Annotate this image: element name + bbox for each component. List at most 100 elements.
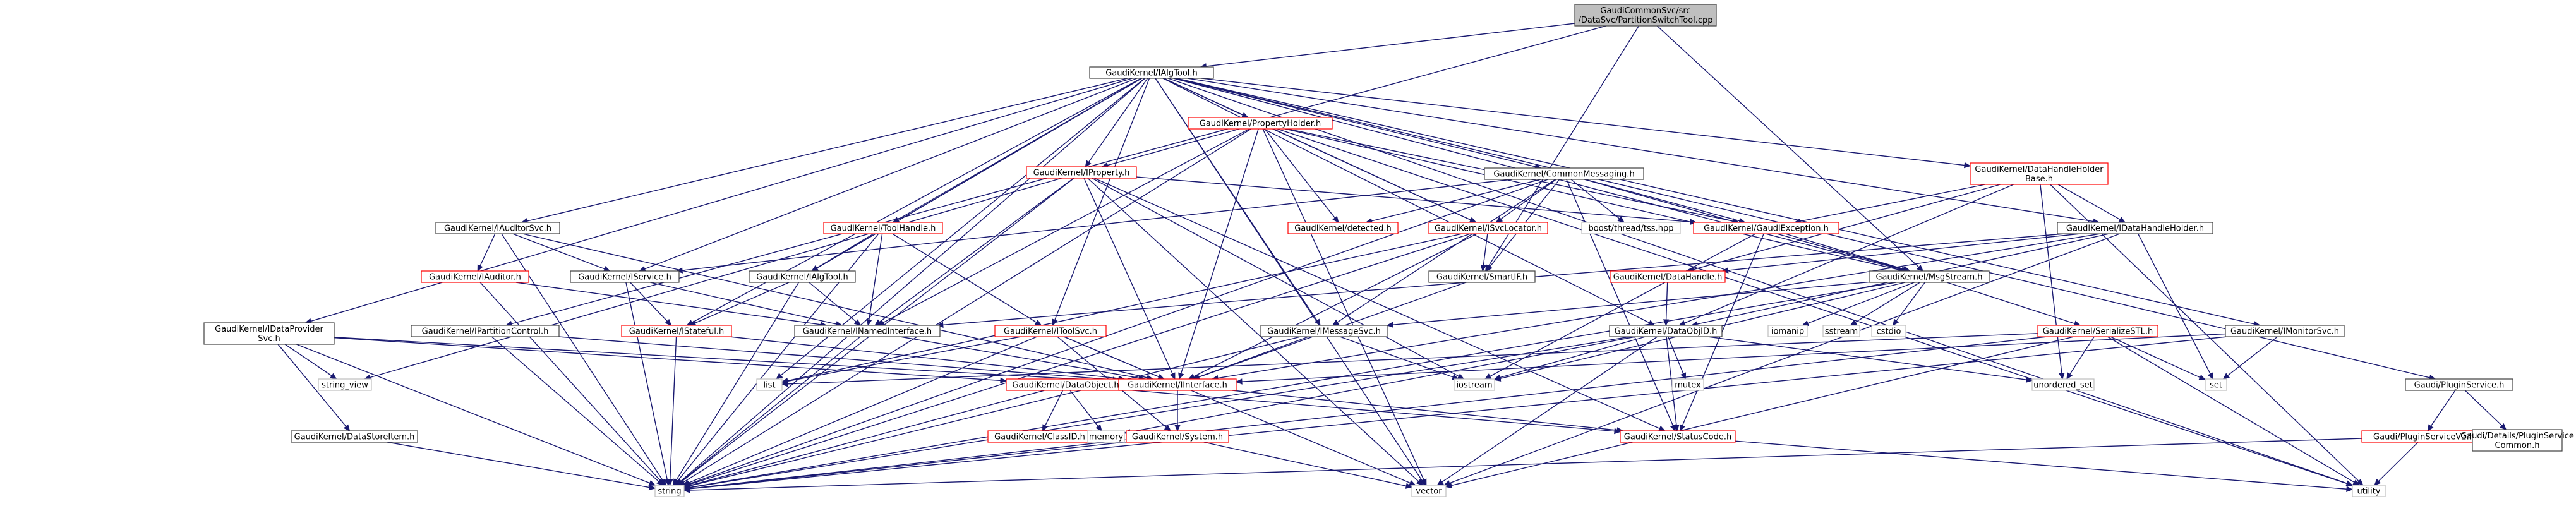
- node-IMessageSvc[interactable]: GaudiKernel/IMessageSvc.h: [1260, 325, 1388, 337]
- node-box-IStateful[interactable]: [621, 325, 732, 337]
- node-box-PropertyHolder[interactable]: [1188, 117, 1333, 130]
- node-box-DataStoreItem[interactable]: [291, 430, 418, 443]
- node-box-list[interactable]: [756, 378, 783, 391]
- node-IToolSvc[interactable]: GaudiKernel/IToolSvc.h: [994, 325, 1107, 337]
- node-IStateful[interactable]: GaudiKernel/IStateful.h: [621, 325, 732, 337]
- node-box-IAlgTool[interactable]: [1089, 66, 1214, 79]
- node-iostream[interactable]: iostream: [1454, 378, 1495, 391]
- node-IProperty[interactable]: GaudiKernel/IProperty.h: [1026, 166, 1137, 179]
- node-box-ISvcLocator[interactable]: [1428, 222, 1548, 234]
- node-GaudiException[interactable]: GaudiKernel/GaudiException.h: [1693, 222, 1839, 234]
- node-vector[interactable]: vector: [1411, 485, 1447, 497]
- node-list[interactable]: list: [756, 378, 783, 391]
- node-box-MsgStream[interactable]: [1869, 270, 1990, 283]
- node-box-StatusCode[interactable]: [1620, 430, 1736, 443]
- node-SerializeSTL[interactable]: GaudiKernel/SerializeSTL.h: [2037, 325, 2158, 337]
- node-unordered_set[interactable]: unordered_set: [2031, 378, 2095, 391]
- node-box-IMonitorSvc[interactable]: [2225, 325, 2345, 337]
- node-DataHandle[interactable]: GaudiKernel/DataHandle.h: [1610, 270, 1726, 283]
- edge-ISvcLocator-to-list: [787, 233, 1462, 382]
- node-box-System[interactable]: [1126, 430, 1229, 443]
- node-IService[interactable]: GaudiKernel/IService.h: [570, 270, 680, 283]
- node-string[interactable]: string: [654, 485, 685, 497]
- node-box-SerializeSTL[interactable]: [2037, 325, 2158, 337]
- node-DataObjID[interactable]: GaudiKernel/DataObjID.h: [1609, 325, 1723, 337]
- node-boostthread[interactable]: boost/thread/tss.hpp: [1581, 222, 1681, 234]
- node-IPartitionControl[interactable]: GaudiKernel/IPartitionControl.h: [411, 325, 560, 337]
- node-box-IDataProviderSvc[interactable]: [203, 322, 335, 345]
- node-root[interactable]: GaudiCommonSvc/src/DataSvc/PartitionSwit…: [1574, 4, 1717, 27]
- node-memory[interactable]: memory: [1087, 430, 1125, 443]
- node-set[interactable]: set: [2205, 378, 2227, 391]
- node-box-PluginService[interactable]: [2405, 378, 2513, 391]
- node-sstream[interactable]: sstream: [1822, 325, 1860, 337]
- node-box-iomanip[interactable]: [1767, 325, 1808, 337]
- node-box-IDataHandleHolder[interactable]: [2057, 222, 2213, 234]
- node-IAlgTool[interactable]: GaudiKernel/IAlgTool.h: [1089, 66, 1214, 79]
- node-IInterface[interactable]: GaudiKernel/IInterface.h: [1118, 378, 1237, 391]
- node-box-IService[interactable]: [570, 270, 680, 283]
- edge-arrowhead-DataObjID-to-vector: [1436, 479, 1444, 486]
- node-INamedInterface[interactable]: GaudiKernel/INamedInterface.h: [794, 325, 941, 337]
- node-box-DataObjID[interactable]: [1609, 325, 1723, 337]
- node-DataObject[interactable]: GaudiKernel/DataObject.h: [1006, 378, 1126, 391]
- node-box-vector[interactable]: [1411, 485, 1447, 497]
- node-ISvcLocator[interactable]: GaudiKernel/ISvcLocator.h: [1428, 222, 1548, 234]
- node-box-IAuditorSvc[interactable]: [435, 222, 560, 234]
- node-box-IAlgToolh[interactable]: [749, 270, 856, 283]
- node-box-detected[interactable]: [1287, 222, 1399, 234]
- node-mutex[interactable]: mutex: [1671, 378, 1704, 391]
- node-box-sstream[interactable]: [1822, 325, 1860, 337]
- node-box-root[interactable]: [1574, 4, 1717, 27]
- node-IAuditorSvc[interactable]: GaudiKernel/IAuditorSvc.h: [435, 222, 560, 234]
- node-box-mutex[interactable]: [1671, 378, 1704, 391]
- node-box-GaudiException[interactable]: [1693, 222, 1839, 234]
- node-ToolHandle[interactable]: GaudiKernel/ToolHandle.h: [823, 222, 943, 234]
- node-box-IInterface[interactable]: [1118, 378, 1237, 391]
- node-box-ToolHandle[interactable]: [823, 222, 943, 234]
- node-box-unordered_set[interactable]: [2031, 378, 2095, 391]
- node-cstdio[interactable]: cstdio: [1871, 325, 1906, 337]
- node-box-DataHandle[interactable]: [1610, 270, 1726, 283]
- node-IAuditor[interactable]: GaudiKernel/IAuditor.h: [421, 270, 529, 283]
- node-DataStoreItem[interactable]: GaudiKernel/DataStoreItem.h: [291, 430, 418, 443]
- node-box-IProperty[interactable]: [1026, 166, 1137, 179]
- node-box-IMessageSvc[interactable]: [1260, 325, 1388, 337]
- edge-arrowhead-IAlgToolh-to-INamedInterface: [853, 319, 862, 326]
- node-box-IAuditor[interactable]: [421, 270, 529, 283]
- node-box-cstdio[interactable]: [1871, 325, 1906, 337]
- node-IMonitorSvc[interactable]: GaudiKernel/IMonitorSvc.h: [2225, 325, 2345, 337]
- node-System[interactable]: GaudiKernel/System.h: [1126, 430, 1229, 443]
- node-box-DataHandleHolderBase[interactable]: [1970, 162, 2109, 185]
- node-SmartIF[interactable]: GaudiKernel/SmartIF.h: [1428, 270, 1536, 283]
- node-box-PluginServiceCommon[interactable]: [2472, 429, 2563, 452]
- node-PluginService[interactable]: Gaudi/PluginService.h: [2405, 378, 2513, 391]
- node-IAlgToolh[interactable]: GaudiKernel/IAlgTool.h: [749, 270, 856, 283]
- node-PropertyHolder[interactable]: GaudiKernel/PropertyHolder.h: [1188, 117, 1333, 130]
- node-box-memory[interactable]: [1087, 430, 1125, 443]
- node-box-set[interactable]: [2205, 378, 2227, 391]
- node-box-INamedInterface[interactable]: [794, 325, 941, 337]
- node-StatusCode[interactable]: GaudiKernel/StatusCode.h: [1620, 430, 1736, 443]
- node-box-CommonMessaging[interactable]: [1484, 167, 1644, 180]
- node-IDataHandleHolder[interactable]: GaudiKernel/IDataHandleHolder.h: [2057, 222, 2213, 234]
- node-box-IPartitionControl[interactable]: [411, 325, 560, 337]
- node-box-utility[interactable]: [2352, 485, 2386, 497]
- node-CommonMessaging[interactable]: GaudiKernel/CommonMessaging.h: [1484, 167, 1644, 180]
- node-box-boostthread[interactable]: [1581, 222, 1681, 234]
- node-box-string[interactable]: [654, 485, 685, 497]
- edge-IMessageSvc-to-IInterface: [1198, 336, 1309, 378]
- node-box-IToolSvc[interactable]: [994, 325, 1107, 337]
- node-string_view[interactable]: string_view: [318, 378, 372, 391]
- node-utility[interactable]: utility: [2352, 485, 2386, 497]
- node-MsgStream[interactable]: GaudiKernel/MsgStream.h: [1869, 270, 1990, 283]
- node-ClassID[interactable]: GaudiKernel/ClassID.h: [987, 430, 1092, 443]
- node-iomanip[interactable]: iomanip: [1767, 325, 1808, 337]
- node-detected[interactable]: GaudiKernel/detected.h: [1287, 222, 1399, 234]
- node-box-iostream[interactable]: [1454, 378, 1495, 391]
- node-box-SmartIF[interactable]: [1428, 270, 1536, 283]
- node-box-string_view[interactable]: [318, 378, 372, 391]
